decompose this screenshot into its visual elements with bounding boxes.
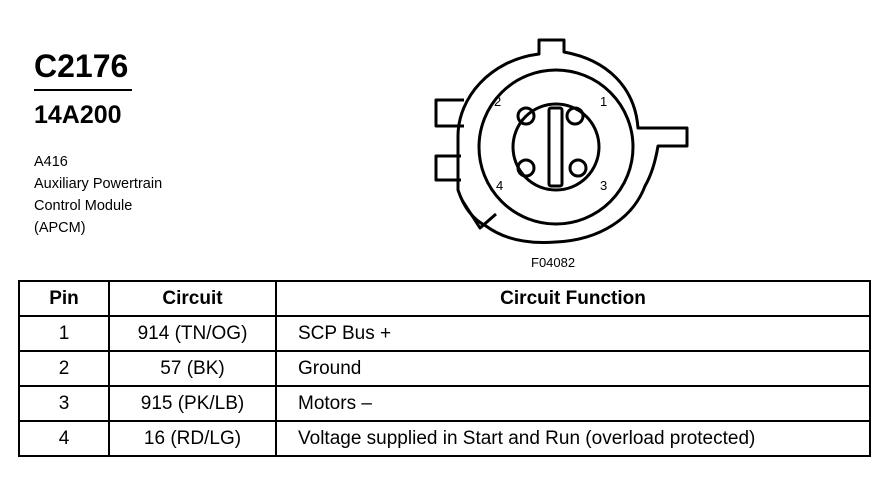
- mounting-ear-upper: [434, 98, 464, 128]
- module-description: A416 Auxiliary Powertrain Control Module…: [34, 151, 162, 239]
- module-desc-line: (APCM): [34, 220, 86, 236]
- mounting-ear-lower: [434, 154, 461, 182]
- pin-socket-1: [565, 106, 585, 126]
- connector-face-diagram: 1 2 3 4: [434, 38, 689, 244]
- module-desc-line: Control Module: [34, 198, 133, 214]
- figure-code: F04082: [531, 255, 576, 270]
- cell-function: Motors –: [275, 385, 871, 422]
- table-row: 1 914 (TN/OG) SCP Bus +: [18, 315, 871, 352]
- connector-face-circle: [477, 68, 635, 226]
- table-row: 4 16 (RD/LG) Voltage supplied in Start a…: [18, 420, 871, 457]
- keying-notch: [460, 199, 497, 230]
- part-number: 14A200: [34, 101, 122, 129]
- title-underline: [34, 89, 132, 91]
- cell-function: SCP Bus +: [275, 315, 871, 352]
- pin-label-2: 2: [494, 94, 501, 109]
- pin-socket-4: [516, 158, 536, 178]
- key-bar: [547, 106, 564, 188]
- connector-id: C2176: [34, 48, 129, 84]
- module-desc-line: A416: [34, 154, 68, 170]
- header-circuit: Circuit: [108, 280, 277, 317]
- table-header-row: Pin Circuit Circuit Function: [18, 280, 871, 317]
- pin-socket-2: [516, 106, 536, 126]
- table-row: 2 57 (BK) Ground: [18, 350, 871, 387]
- module-desc-line: Auxiliary Powertrain: [34, 176, 163, 192]
- pin-label-3: 3: [600, 178, 607, 193]
- header-pin: Pin: [18, 280, 110, 317]
- pin-label-1: 1: [600, 94, 607, 109]
- pin-circuit-table: Pin Circuit Circuit Function 1 914 (TN/O…: [18, 280, 871, 457]
- cell-circuit: 16 (RD/LG): [108, 420, 277, 457]
- header-circuit-function: Circuit Function: [275, 280, 871, 317]
- cell-pin: 4: [18, 420, 110, 457]
- cell-circuit: 914 (TN/OG): [108, 315, 277, 352]
- cell-pin: 2: [18, 350, 110, 387]
- cell-pin: 3: [18, 385, 110, 422]
- connector-housing-outline: [456, 38, 689, 244]
- pin-field-circle: [511, 102, 601, 192]
- table-row: 3 915 (PK/LB) Motors –: [18, 385, 871, 422]
- cell-function: Voltage supplied in Start and Run (overl…: [275, 420, 871, 457]
- pin-label-4: 4: [496, 178, 503, 193]
- cell-function: Ground: [275, 350, 871, 387]
- cell-circuit: 915 (PK/LB): [108, 385, 277, 422]
- cell-circuit: 57 (BK): [108, 350, 277, 387]
- cell-pin: 1: [18, 315, 110, 352]
- pin-socket-3: [568, 158, 588, 178]
